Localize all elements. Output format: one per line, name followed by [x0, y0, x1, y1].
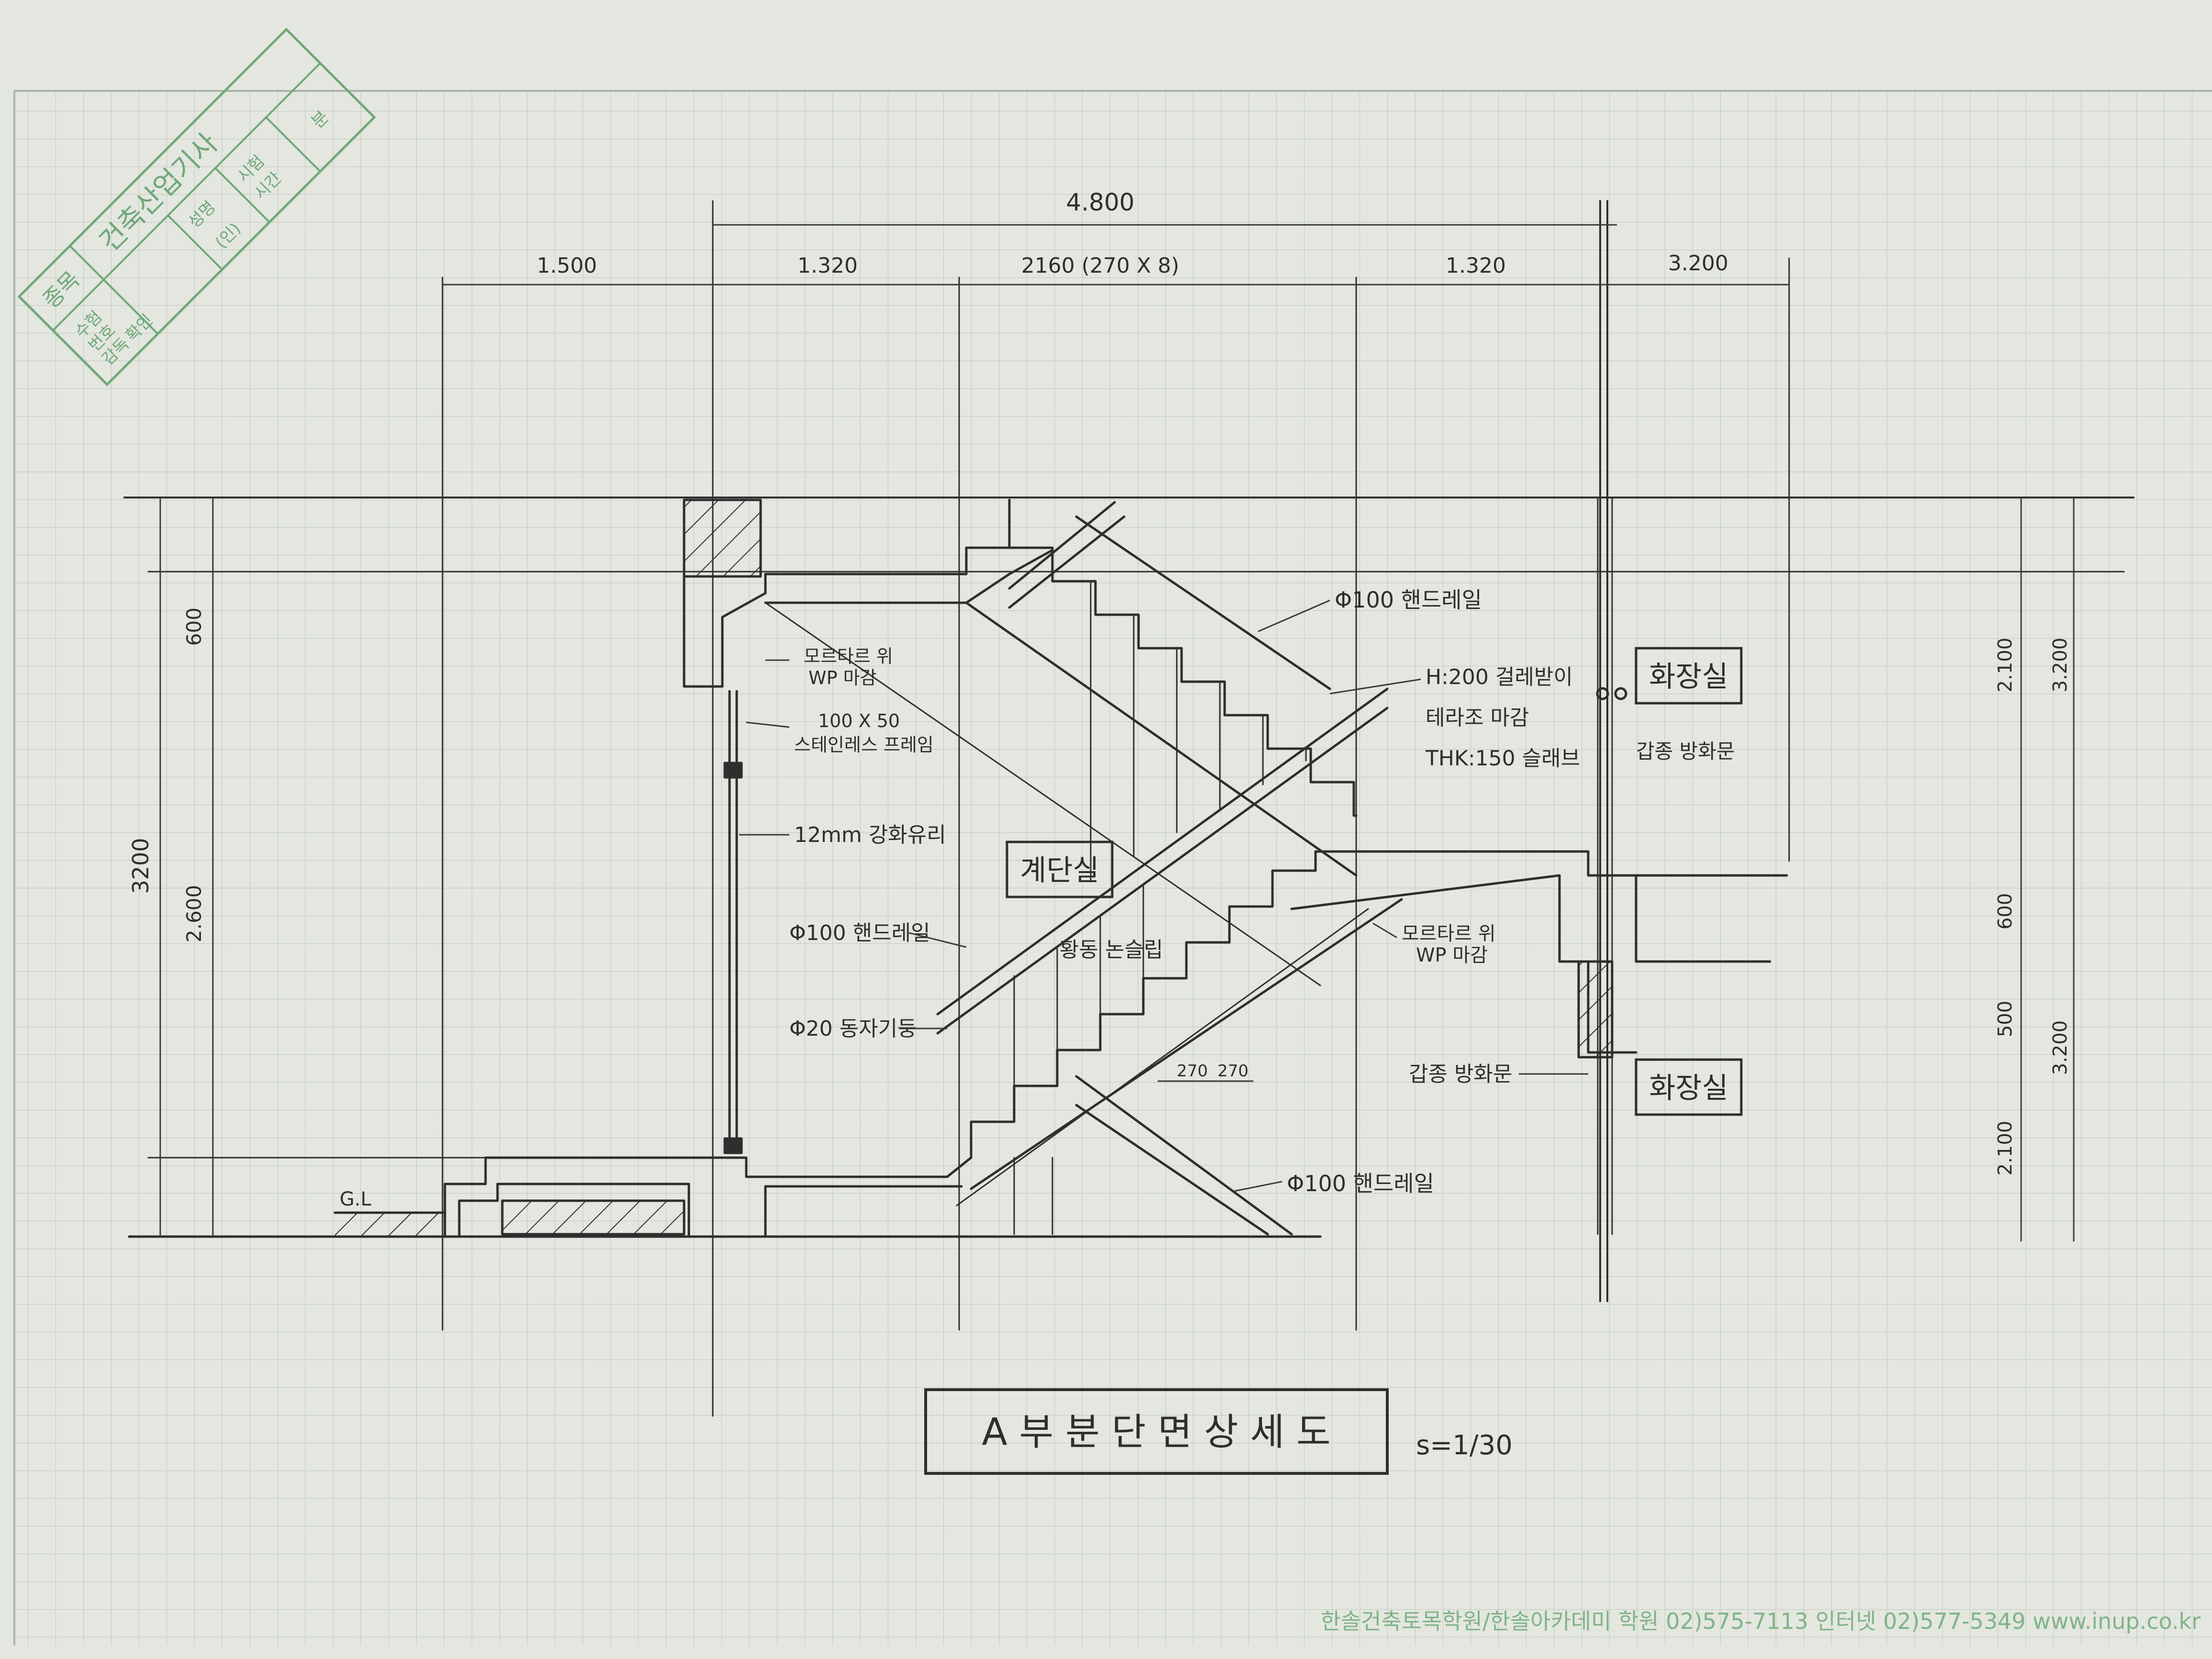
dimension-text: 4.800 1.500 1.320 2160 (270 X 8) 1.320 3… — [128, 188, 2071, 1175]
drawing-title: A 부 분 단 면 상 세 도 — [982, 1411, 1330, 1454]
toilet-lower-box — [1635, 1058, 1743, 1116]
room-toilet-upper: 화장실 — [1649, 660, 1728, 694]
pipe-ring-1 — [1596, 687, 1609, 700]
handrail-main-lower — [936, 707, 1389, 1035]
callout-terrazzo: 테라조 마감 — [1426, 706, 1529, 730]
handrail-top-upper — [1008, 501, 1116, 590]
callout-wp-right: WP 마감 — [1416, 944, 1488, 966]
upper-floor-slab — [683, 498, 1011, 688]
callout-wp-top: WP 마감 — [808, 667, 877, 688]
dim-seg-3: 1.320 — [1446, 254, 1506, 278]
callout-handrail-left: Φ100 핸드레일 — [789, 921, 930, 945]
dim-right-4: 3.200 — [2049, 1020, 2071, 1075]
dim-right-2: 600 — [1994, 893, 2016, 929]
dim-right-0: 2.100 — [1994, 638, 2016, 693]
bottom-diag-1 — [1075, 1075, 1293, 1236]
middle-landing-slab — [1355, 850, 1788, 877]
leader-mortar-right — [1372, 922, 1397, 939]
handrail-top-lower — [1008, 515, 1126, 609]
handrail-main-upper — [936, 687, 1389, 1016]
callout-slab: THK:150 슬래브 — [1425, 746, 1580, 771]
callout-baseboard: H:200 걸레받이 — [1426, 665, 1573, 689]
dim-right-3: 500 — [1994, 1001, 2016, 1037]
callout-nosing: 황동 논슬립 — [1060, 938, 1163, 962]
upper-flight-soffit — [965, 601, 1358, 877]
callout-frame-size: 100 X 50 — [818, 710, 900, 731]
gl-hatch — [335, 1213, 440, 1237]
right-wall-block — [1577, 960, 1614, 1059]
room-stair: 계단실 — [1020, 854, 1099, 887]
lower-flight-soffit — [970, 898, 1403, 1190]
lower-flight-underside — [956, 908, 1369, 1206]
callout-handrail-top: Φ100 핸드레일 — [1335, 587, 1482, 613]
leader-handrail-top — [1258, 599, 1330, 632]
foundation-hatch — [501, 1199, 686, 1236]
leader-frame — [746, 721, 790, 728]
dim-overall: 4.800 — [1066, 188, 1134, 216]
room-labels: 계단실 화장실 화장실 — [1006, 647, 1743, 1116]
stair-room-box — [1006, 841, 1114, 898]
upper-landing — [764, 549, 1054, 604]
callout-waterproof-upper: 갑종 방화문 — [1636, 740, 1735, 763]
leader-lines — [739, 599, 1588, 1192]
dim-left-0: 600 — [182, 608, 206, 646]
publisher-footer: 한솔건축토목학원/한솔아카데미 학원 02)575-7113 인터넷 02)57… — [1320, 1608, 2201, 1634]
bottom-diag-2 — [1075, 1104, 1269, 1236]
dim-left-1: 2.600 — [182, 885, 206, 942]
callout-frame-name: 스테인레스 프레임 — [794, 734, 934, 755]
callout-handrail-bottom: Φ100 핸드레일 — [1287, 1171, 1434, 1196]
callout-mortar-top: 모르타르 위 — [804, 646, 893, 667]
leader-baseboard — [1329, 678, 1421, 695]
leader-handrail-bottom — [1234, 1181, 1283, 1192]
dimension-lines — [159, 224, 2075, 1241]
dim-seg-2: 2160 (270 X 8) — [1021, 254, 1179, 278]
dim-left-2: 3200 — [128, 838, 154, 894]
upper-flight-underside — [764, 602, 1321, 986]
ground-slab-lower — [458, 1183, 690, 1238]
frame-top — [723, 762, 743, 779]
ground-slab-right — [764, 1185, 963, 1238]
room-toilet-lower: 화장실 — [1649, 1072, 1728, 1105]
toilet-floor-upper — [1635, 874, 1771, 963]
dim-seg-0: 1.500 — [537, 254, 597, 278]
title-block: A 부 분 단 면 상 세 도 s=1/30 — [924, 1388, 1513, 1475]
callout-baluster: Φ20 동자기둥 — [789, 1017, 917, 1041]
drawing-scale: s=1/30 — [1416, 1430, 1513, 1461]
ground-slab — [443, 1156, 973, 1238]
upper-wall-block — [683, 498, 762, 578]
dim-right-1: 3.200 — [2049, 638, 2071, 693]
callout-waterproof-lower: 갑종 방화문 — [1409, 1062, 1512, 1086]
callout-glass: 12mm 강화유리 — [794, 823, 946, 847]
pipe-ring-2 — [1614, 687, 1627, 700]
section-linework — [123, 200, 2135, 1417]
callouts: Φ100 핸드레일 H:200 걸레받이 테라조 마감 THK:150 슬래브 … — [340, 587, 1735, 1210]
dim-seg-1: 1.320 — [797, 254, 858, 278]
leader-handrail-left — [908, 932, 967, 948]
dim-tread-1: 270 — [1217, 1062, 1249, 1081]
title-box — [924, 1388, 1389, 1475]
dim-tread-0: 270 — [1177, 1062, 1208, 1081]
frame-bottom — [723, 1137, 743, 1154]
toilet-upper-box — [1635, 647, 1743, 705]
upper-flight-stair — [1008, 546, 1358, 817]
callout-gl: G.L — [340, 1188, 372, 1210]
dim-seg-4: 3.200 — [1668, 251, 1728, 276]
dim-right-5: 2.100 — [1994, 1121, 2016, 1176]
callout-mortar-right: 모르타르 위 — [1402, 923, 1496, 945]
handrail-top-diag — [1075, 515, 1331, 690]
